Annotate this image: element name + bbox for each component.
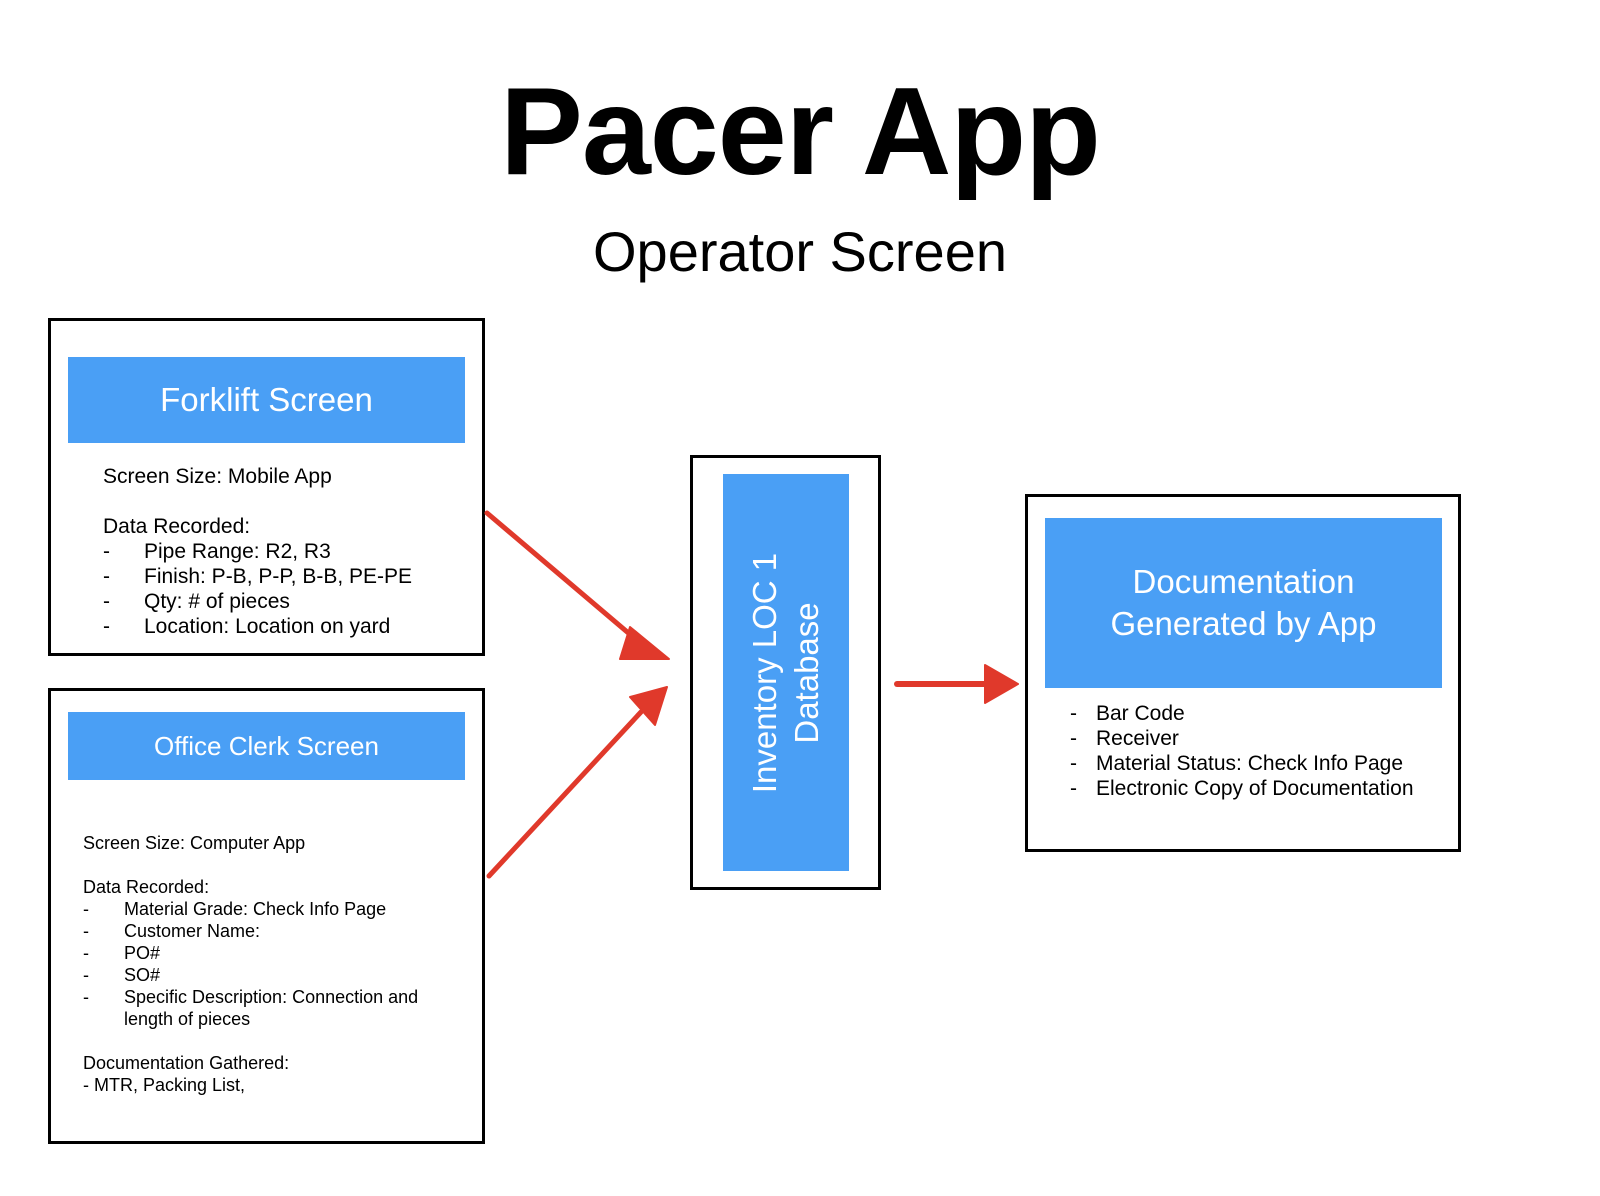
forklift-screen-heading: Forklift Screen [68, 357, 465, 443]
list-item-text-line: Specific Description: Connection and [124, 987, 419, 1007]
office-heading-text: Office Clerk Screen [154, 730, 379, 761]
list-item: - SO# [83, 964, 418, 986]
list-marker: - [1070, 702, 1077, 725]
list-item-text: Material Grade: Check Info Page [124, 899, 387, 919]
documentation-heading-line-1: Documentation [1132, 563, 1355, 600]
list-item-text: Customer Name: [124, 921, 261, 941]
list-item-text: Electronic Copy of Documentation [1096, 777, 1414, 800]
list-item-text: Specific Description: Connection and len… [83, 986, 418, 1030]
list-item-text: Location: Location on yard [144, 615, 391, 638]
forklift-details: Screen Size: Mobile App Data Recorded: -… [103, 464, 412, 639]
list-item: - PO# [83, 942, 418, 964]
list-marker: - [103, 540, 110, 563]
list-item-text: SO# [124, 965, 161, 985]
arrow-database-to-documentation [894, 664, 1019, 704]
list-marker: - [1070, 777, 1077, 800]
list-item-text: Material Status: Check Info Page [1096, 752, 1403, 775]
arrow-office-to-database [486, 686, 668, 879]
documentation-heading-line-2: Generated by App [1110, 605, 1377, 642]
list-item: - Pipe Range: R2, R3 [103, 539, 412, 564]
list-marker: - [103, 565, 110, 588]
list-marker: - [103, 590, 110, 613]
list-item-text: Receiver [1096, 727, 1179, 750]
office-clerk-screen-heading: Office Clerk Screen [68, 712, 465, 780]
list-item: - Material Status: Check Info Page [1070, 751, 1414, 776]
list-marker: - [83, 965, 89, 985]
list-item: - Electronic Copy of Documentation [1070, 776, 1414, 801]
office-docs-value: - MTR, Packing List, [83, 1075, 246, 1095]
list-item: - Qty: # of pieces [103, 589, 412, 614]
list-item-text: Finish: P-B, P-P, B-B, PE-PE [144, 565, 413, 588]
list-item-text: Bar Code [1096, 702, 1185, 725]
documentation-heading: Documentation Generated by App [1045, 518, 1442, 688]
documentation-details: - Bar Code - Receiver - Material Status:… [1070, 701, 1414, 801]
list-item: - Specific Description: Connection and l… [83, 986, 418, 1030]
list-item-text: PO# [124, 943, 161, 963]
list-item-text: Qty: # of pieces [144, 590, 290, 613]
list-item: - Finish: P-B, P-P, B-B, PE-PE [103, 564, 412, 589]
list-marker: - [83, 921, 89, 941]
list-marker: - [1070, 752, 1077, 775]
page-subtitle: Operator Screen [593, 220, 1007, 283]
office-data-label: Data Recorded: [83, 877, 210, 897]
office-screen-size: Screen Size: Computer App [83, 833, 306, 853]
list-item: - Location: Location on yard [103, 614, 412, 639]
list-marker: - [103, 615, 110, 638]
list-item: - Receiver [1070, 726, 1414, 751]
list-marker: - [1070, 727, 1077, 750]
list-item: - Bar Code [1070, 701, 1414, 726]
list-item-text-line: length of pieces [124, 1009, 251, 1029]
list-item: - Material Grade: Check Info Page [83, 898, 418, 920]
office-clerk-details: Screen Size: Computer App Data Recorded:… [83, 832, 418, 1096]
list-item: - Customer Name: [83, 920, 418, 942]
forklift-heading-text: Forklift Screen [160, 381, 373, 418]
arrow-forklift-to-database [484, 510, 670, 660]
list-marker: - [83, 987, 89, 1007]
inventory-database-block: Inventory LOC 1 Database [723, 474, 849, 871]
list-marker: - [83, 943, 89, 963]
forklift-data-label: Data Recorded: [103, 515, 251, 538]
forklift-screen-size: Screen Size: Mobile App [103, 465, 332, 488]
page-title: Pacer App [500, 63, 1101, 201]
list-marker: - [83, 899, 89, 919]
list-item-text: Pipe Range: R2, R3 [144, 540, 331, 563]
office-docs-label: Documentation Gathered: [83, 1053, 290, 1073]
